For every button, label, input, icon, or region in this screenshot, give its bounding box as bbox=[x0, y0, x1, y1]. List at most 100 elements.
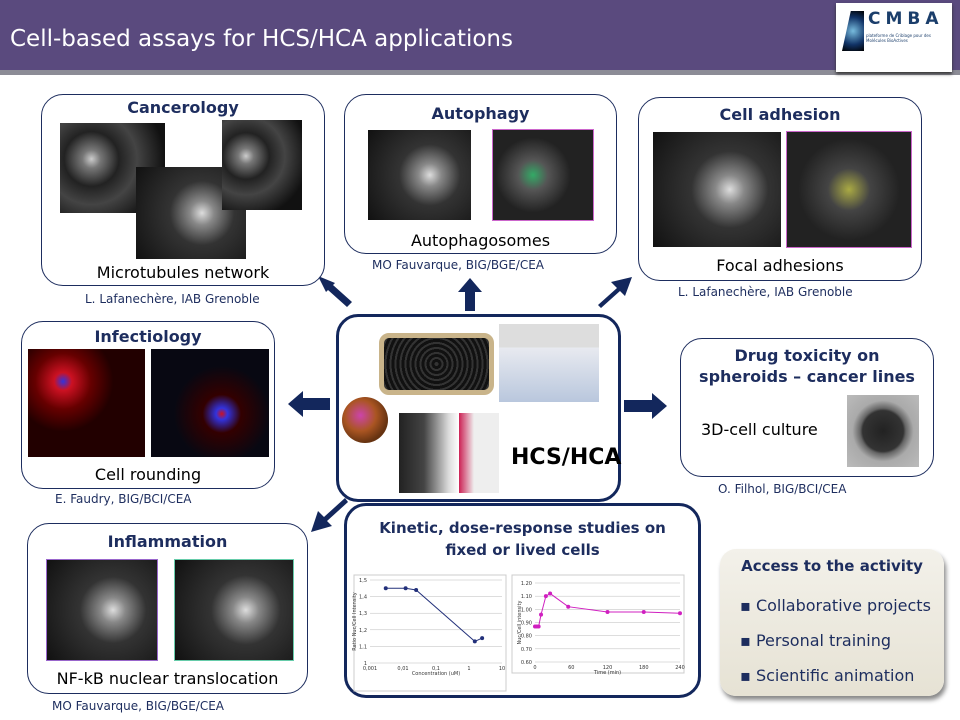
y-tick-label: 1,4 bbox=[359, 595, 367, 601]
nfkb-image-cytoplasmic bbox=[46, 559, 158, 661]
y-tick-label: 0.70 bbox=[521, 647, 532, 653]
access-card: Access to the activity ▪ Collaborative p… bbox=[720, 549, 944, 696]
x-axis-label: Concentration (uM) bbox=[412, 671, 460, 677]
x-tick-label: 1 bbox=[467, 666, 470, 672]
y-tick-label: 1.20 bbox=[521, 581, 532, 587]
data-point bbox=[548, 591, 553, 596]
mini-chart-frame bbox=[511, 574, 685, 674]
inflammation-credit: MO Fauvarque, BIG/BGE/CEA bbox=[52, 699, 225, 713]
data-point bbox=[539, 612, 544, 617]
arrow-left-icon bbox=[288, 391, 330, 417]
y-axis-label: Nuc/Cell intensity bbox=[517, 600, 523, 644]
inflammation-title: Inflammation bbox=[107, 532, 228, 551]
arrow-up-left-icon bbox=[318, 276, 352, 307]
cells-zoom-image bbox=[342, 397, 388, 443]
data-point bbox=[472, 639, 477, 644]
x-tick-label: 10 bbox=[499, 666, 505, 672]
x-tick-label: 60 bbox=[568, 665, 574, 671]
data-point bbox=[605, 609, 610, 614]
cell-adhesion-credit: L. Lafanechère, IAB Grenoble bbox=[678, 285, 853, 299]
access-item-label: Personal training bbox=[755, 631, 892, 650]
logo-text: CMBA bbox=[868, 9, 944, 29]
data-point bbox=[566, 604, 571, 609]
infectiology-card: Infectiology Cell rounding bbox=[21, 321, 275, 489]
x-tick-label: 0,01 bbox=[397, 666, 408, 672]
y-tick-label: 1,2 bbox=[359, 628, 367, 634]
data-point bbox=[414, 587, 419, 592]
hcs-hca-label: HCS/HCA bbox=[511, 445, 622, 470]
infectiology-caption: Cell rounding bbox=[94, 465, 202, 484]
workstation-image bbox=[399, 413, 499, 493]
cell-adhesion-caption: Focal adhesions bbox=[716, 256, 844, 275]
infectiology-title: Infectiology bbox=[94, 327, 202, 346]
y-tick-label: 1 bbox=[364, 661, 367, 667]
drug-toxicity-card: Drug toxicity on spheroids – cancer lines… bbox=[680, 338, 934, 477]
y-tick-label: 1,3 bbox=[359, 611, 367, 617]
x-tick-label: 180 bbox=[639, 665, 649, 671]
x-tick-label: 120 bbox=[603, 665, 613, 671]
autophagy-caption: Autophagosomes bbox=[410, 231, 551, 250]
infectiology-image-rounded bbox=[151, 349, 269, 457]
data-point bbox=[536, 624, 541, 629]
x-tick-label: 0,1 bbox=[432, 666, 440, 672]
access-item: ▪ Scientific animation bbox=[740, 666, 915, 685]
adhesion-image-segmented bbox=[786, 131, 912, 248]
cancerology-credit: L. Lafanechère, IAB Grenoble bbox=[85, 292, 260, 306]
data-point bbox=[641, 609, 646, 614]
cell-adhesion-title: Cell adhesion bbox=[719, 105, 841, 124]
data-point bbox=[403, 586, 408, 591]
logo-subtitle: plateforme de Criblage pour des Molécule… bbox=[866, 33, 931, 43]
access-title: Access to the activity bbox=[741, 557, 923, 575]
x-tick-label: 0,001 bbox=[363, 666, 377, 672]
mini-chart-frame bbox=[353, 574, 507, 692]
drug-toxicity-title: Drug toxicity on spheroids – cancer lines bbox=[681, 345, 933, 387]
autophagy-card: Autophagy Autophagosomes bbox=[344, 94, 617, 254]
arrow-down-left-icon bbox=[311, 498, 348, 532]
inflammation-card: Inflammation NF-kB nuclear translocation bbox=[27, 523, 308, 694]
autophagy-image-segmented bbox=[492, 129, 594, 221]
drug-toxicity-title-line1: Drug toxicity on bbox=[734, 346, 880, 365]
adhesion-image-raw bbox=[653, 132, 781, 247]
spheroid-image bbox=[847, 395, 919, 467]
data-point bbox=[678, 611, 682, 616]
y-tick-label: 0.60 bbox=[521, 660, 532, 666]
cmba-logo: CMBA plateforme de Criblage pour des Mol… bbox=[836, 3, 952, 72]
kinetic-title-line1: Kinetic, dose-response studies on bbox=[379, 519, 666, 537]
arrow-right-icon bbox=[624, 393, 667, 419]
data-point bbox=[543, 594, 548, 599]
microplate-image bbox=[379, 333, 494, 395]
y-tick-label: 0.90 bbox=[521, 621, 532, 627]
header-bar: Cell-based assays for HCS/HCA applicatio… bbox=[0, 0, 960, 75]
kinetic-title: Kinetic, dose-response studies on fixed o… bbox=[347, 517, 698, 561]
inflammation-caption: NF-kB nuclear translocation bbox=[56, 669, 279, 688]
arrow-up-icon bbox=[458, 278, 482, 311]
autophagy-credit: MO Fauvarque, BIG/BGE/CEA bbox=[372, 258, 545, 272]
drug-toxicity-title-line2: spheroids – cancer lines bbox=[699, 367, 915, 386]
drug-toxicity-credit: O. Filhol, BIG/BCI/CEA bbox=[718, 482, 847, 496]
arrow-up-right-icon bbox=[598, 277, 632, 308]
slide-title: Cell-based assays for HCS/HCA applicatio… bbox=[10, 26, 513, 52]
access-item: ▪ Collaborative projects bbox=[740, 596, 931, 615]
infectiology-image-control bbox=[28, 349, 145, 457]
cancerology-card: Cancerology Microtubules network bbox=[41, 94, 325, 286]
data-point bbox=[383, 586, 388, 591]
y-tick-label: 1.10 bbox=[521, 594, 532, 600]
autophagy-image-raw bbox=[368, 130, 471, 220]
y-tick-label: 1,1 bbox=[359, 644, 367, 650]
drug-toxicity-caption: 3D-cell culture bbox=[701, 420, 818, 439]
data-point bbox=[480, 636, 485, 641]
x-axis-label: Time (min) bbox=[593, 670, 621, 676]
y-tick-label: 1.00 bbox=[521, 607, 532, 613]
x-tick-label: 0 bbox=[533, 665, 536, 671]
cancerology-caption: Microtubules network bbox=[96, 263, 270, 282]
y-tick-label: 1,5 bbox=[359, 578, 367, 584]
microtubules-image-3 bbox=[222, 120, 302, 210]
access-item-label: Collaborative projects bbox=[755, 596, 931, 615]
infectiology-credit: E. Faudry, BIG/BCI/CEA bbox=[55, 492, 192, 506]
cell-adhesion-card: Cell adhesion Focal adhesions bbox=[638, 97, 922, 281]
cancerology-title: Cancerology bbox=[127, 98, 239, 117]
kinetic-title-line2: fixed or lived cells bbox=[445, 541, 600, 559]
hcs-instrument-image bbox=[499, 324, 599, 402]
